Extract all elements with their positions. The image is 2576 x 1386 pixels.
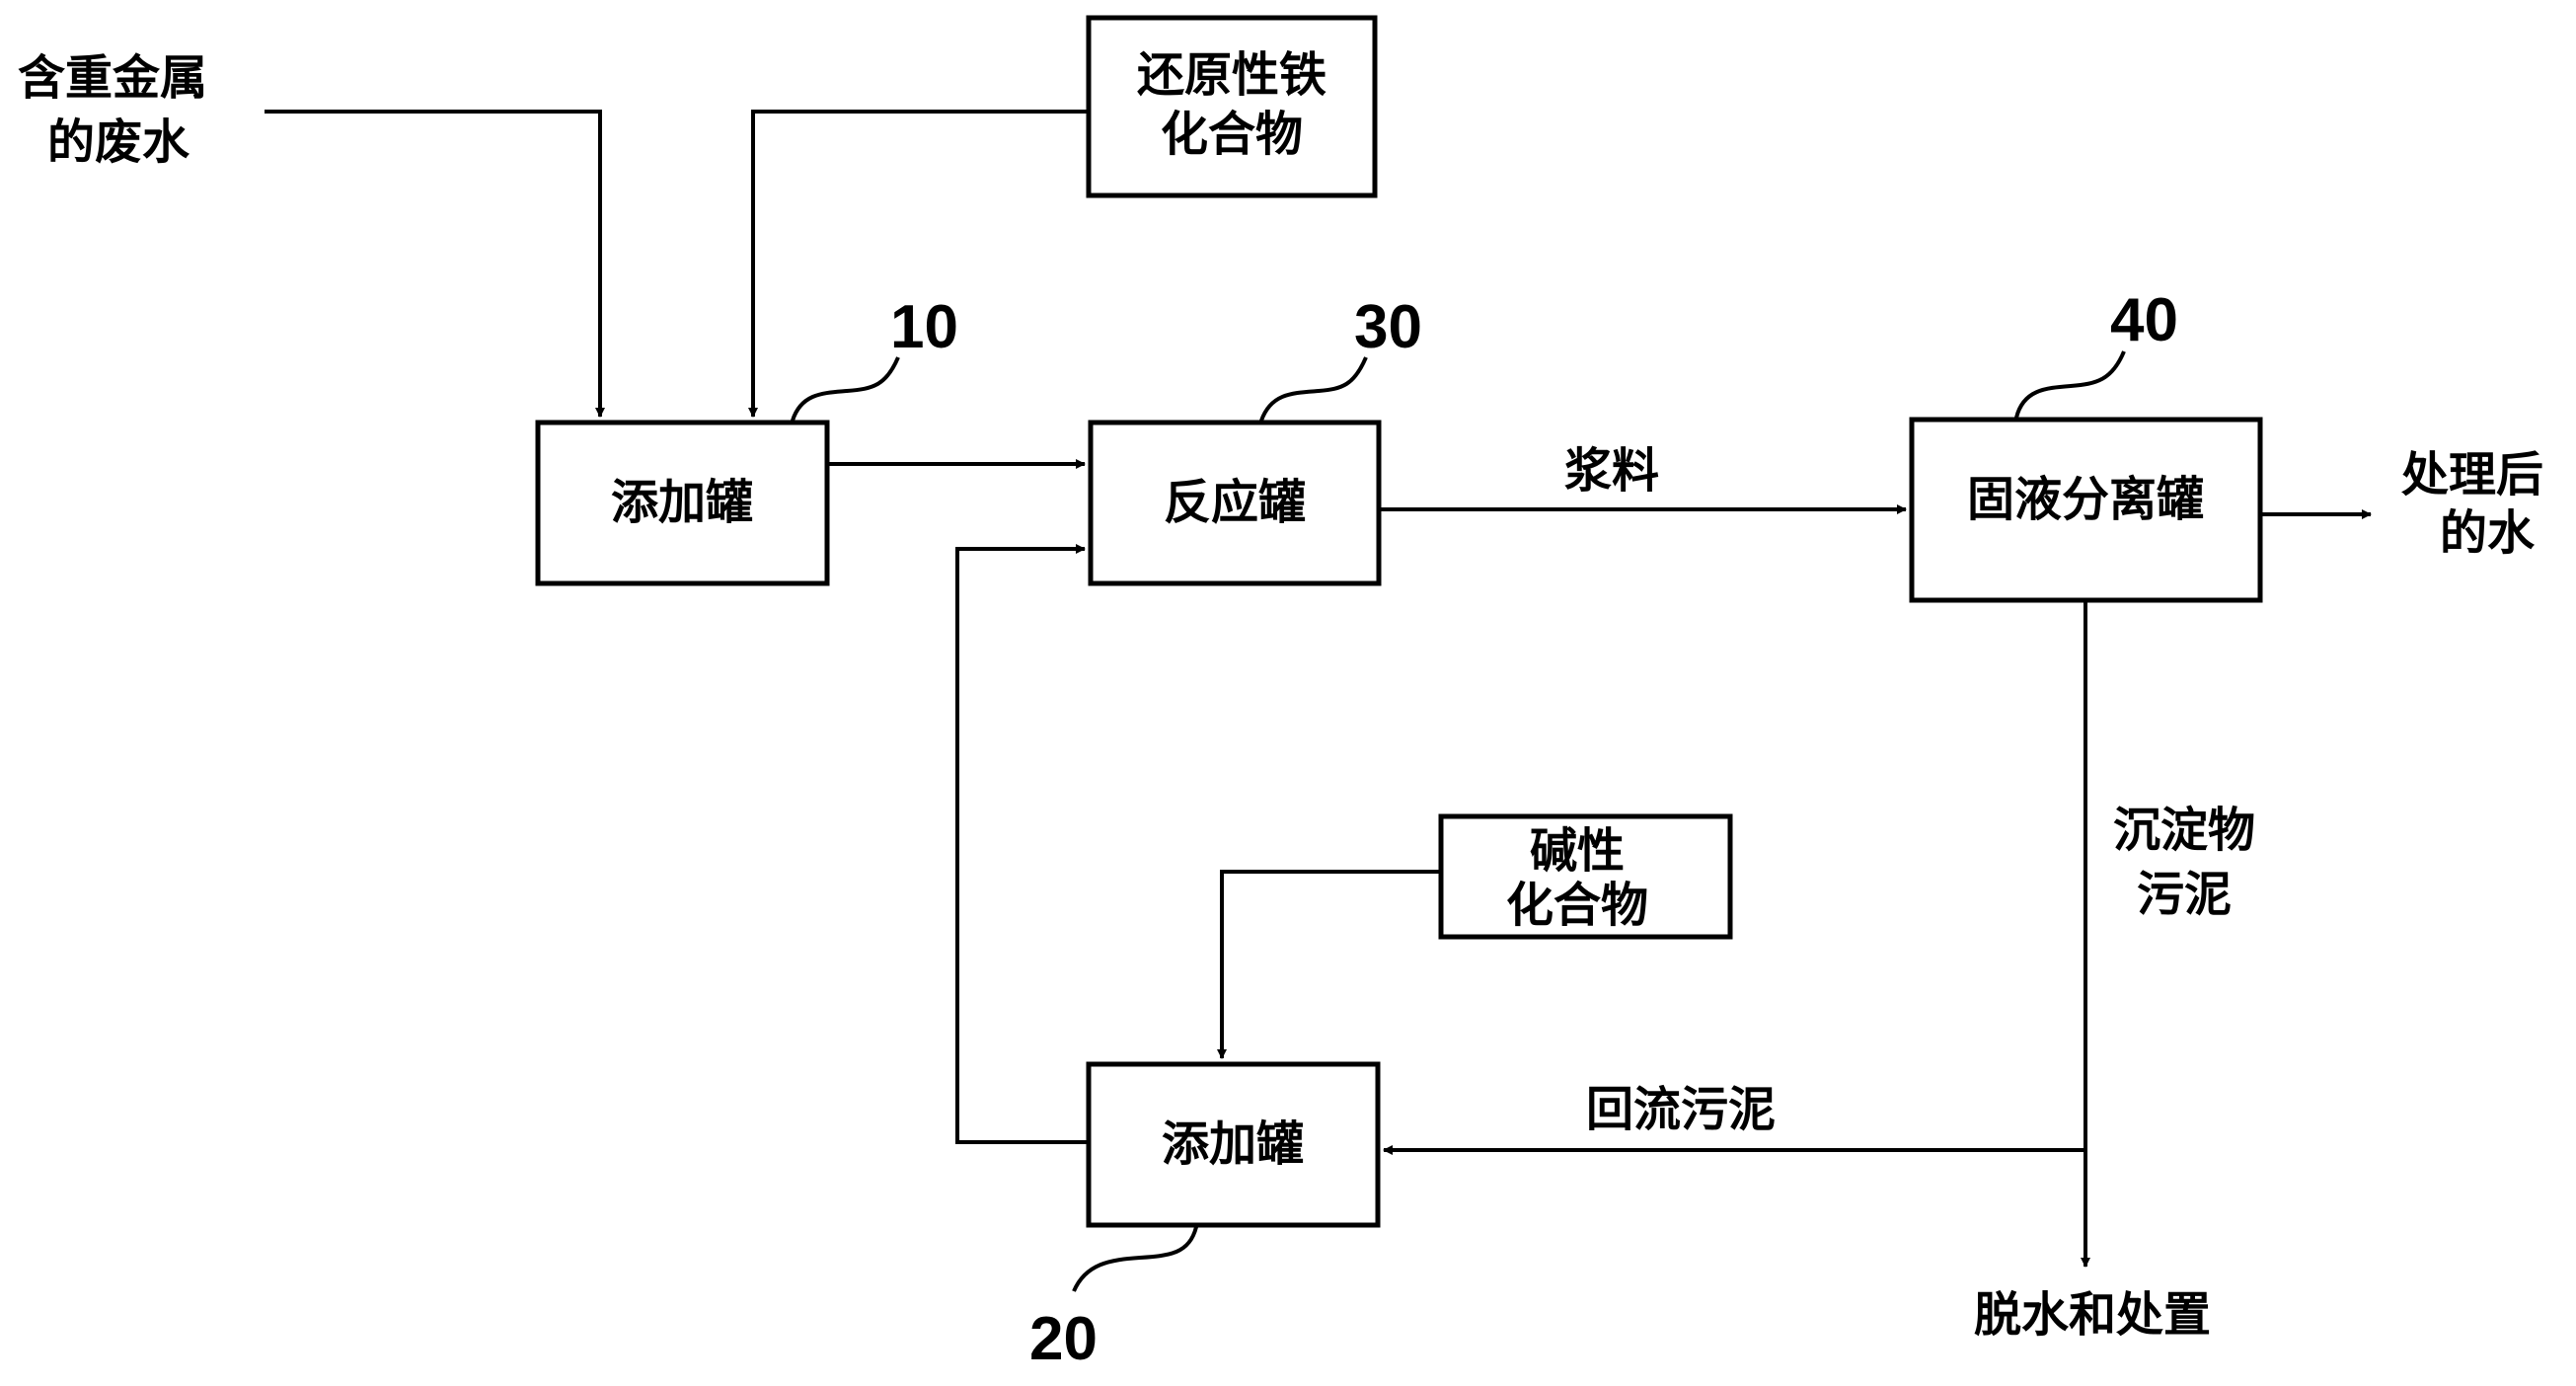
addition-tank-20 xyxy=(1086,1061,1381,1228)
ref-number-10: 10 xyxy=(890,293,958,361)
reducing-iron-compound-box xyxy=(1086,15,1378,198)
addition-tank-10 xyxy=(535,420,830,586)
sediment-label-line2: 污泥 xyxy=(2137,867,2232,922)
alkaline-flow-arrow xyxy=(1217,870,1441,1059)
sediment-label-line1: 沉淀物 xyxy=(2113,803,2255,858)
alkaline-compound-box xyxy=(1438,813,1733,940)
addition-tank-10-label: 添加罐 xyxy=(611,475,753,530)
reaction-tank-30 xyxy=(1088,420,1382,586)
treated-water-label-line2: 的水 xyxy=(2440,505,2536,561)
treated-water-label-line1: 处理后 xyxy=(2401,447,2543,502)
alkaline-label-line2: 化合物 xyxy=(1506,878,1648,933)
reducing-iron-flow-arrow xyxy=(748,110,1089,418)
reaction-tank-30-label: 反应罐 xyxy=(1164,475,1306,530)
reducing-iron-label-line2: 化合物 xyxy=(1161,107,1303,162)
ref-number-30: 30 xyxy=(1354,293,1422,361)
addition-tank-20-label: 添加罐 xyxy=(1162,1116,1304,1172)
return-sludge-label: 回流污泥 xyxy=(1586,1082,1776,1137)
ref-number-20: 20 xyxy=(1029,1305,1098,1373)
leader-10 xyxy=(791,356,900,422)
solid-liquid-separation-tank-40 xyxy=(1909,417,2263,603)
separation-tank-40-label: 固液分离罐 xyxy=(1967,472,2204,527)
wastewater-label-line2: 的废水 xyxy=(47,115,190,170)
recycle-to-reaction-arrow xyxy=(955,544,1089,1144)
wastewater-label-line1: 含重金属 xyxy=(18,50,207,106)
wastewater-flow-arrow xyxy=(265,110,605,418)
dewatering-disposal-label: 脱水和处置 xyxy=(1974,1287,2211,1343)
slurry-label: 浆料 xyxy=(1564,443,1659,499)
alkaline-label-line1: 碱性 xyxy=(1530,823,1625,879)
leader-20 xyxy=(1072,1226,1198,1292)
leader-30 xyxy=(1259,356,1368,422)
reducing-iron-label-line1: 还原性铁 xyxy=(1137,47,1326,103)
ref-number-40: 40 xyxy=(2110,286,2178,354)
leader-40 xyxy=(2014,350,2126,419)
